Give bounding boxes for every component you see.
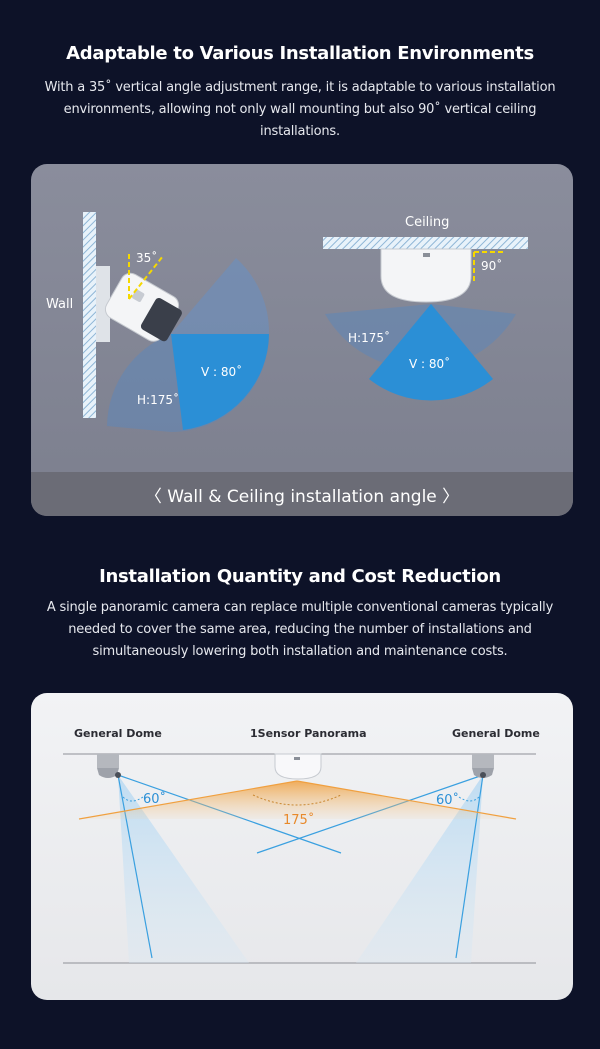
- installation-angle-caption: 〈 Wall & Ceiling installation angle 〉: [31, 472, 573, 516]
- panorama-fov-edge-right: [296, 780, 517, 820]
- coverage-comparison-panel: 60˚ 175˚ 60˚ General Dome 1Sensor Panora…: [31, 693, 573, 1000]
- wall-fov-upper: [171, 258, 270, 334]
- left-dome-fov-edge-left: [117, 774, 153, 959]
- left-dome-angle-arc: [122, 796, 144, 802]
- panorama-fov: [79, 781, 516, 819]
- ceiling-v-label: V : 80˚: [409, 356, 450, 371]
- wall-v-label: V : 80˚: [201, 364, 242, 379]
- left-dome-angle-label: 60˚: [143, 791, 166, 807]
- installation-angle-diagram: Wall Ceiling 35˚ 90˚ V : 80˚ H:175˚ V : …: [46, 212, 528, 432]
- section2-description: A single panoramic camera can replace mu…: [46, 600, 554, 659]
- right-dome-fov-edge-right: [455, 774, 484, 959]
- panorama-angle-arc: [252, 794, 342, 806]
- ceiling-h-label: H:175˚: [348, 330, 390, 345]
- section1-title: Adaptable to Various Installation Enviro…: [66, 43, 534, 64]
- ceiling-camera: [380, 248, 472, 303]
- panorama-label: 1Sensor Panorama: [250, 727, 367, 740]
- left-dome-fov: [118, 775, 249, 963]
- wall-label: Wall: [46, 297, 73, 312]
- section1-description: With a 35˚ vertical angle adjustment ran…: [44, 80, 556, 139]
- ceiling-angle-label: 90˚: [481, 258, 502, 273]
- wall-v-fov: [171, 334, 269, 430]
- panorama-fov-edge-left: [78, 780, 298, 820]
- ceiling-label: Ceiling: [405, 215, 449, 230]
- right-dome-label: General Dome: [452, 727, 540, 740]
- right-dome-angle-arc: [458, 796, 480, 802]
- coverage-comparison-diagram: 60˚ 175˚ 60˚: [63, 753, 536, 964]
- wall-h-label: H:175˚: [137, 392, 179, 407]
- right-dome-camera: [472, 754, 494, 778]
- ceiling-surface: [323, 237, 528, 249]
- wall-tilt-guide: [128, 255, 164, 300]
- panorama-camera: [274, 753, 322, 780]
- right-dome-angle-label: 60˚: [436, 792, 459, 808]
- left-dome-camera: [97, 754, 121, 778]
- wall-angle-label: 35˚: [136, 250, 157, 265]
- panorama-angle-label: 175˚: [283, 812, 314, 828]
- ceiling-v-fov: [369, 304, 493, 401]
- installation-angle-panel: Wall Ceiling 35˚ 90˚ V : 80˚ H:175˚ V : …: [31, 164, 573, 516]
- right-dome-fov: [356, 775, 483, 963]
- wall-camera: [96, 266, 182, 342]
- section2-title: Installation Quantity and Cost Reduction: [99, 566, 501, 587]
- left-dome-label: General Dome: [74, 727, 162, 740]
- wall-surface: [83, 212, 96, 418]
